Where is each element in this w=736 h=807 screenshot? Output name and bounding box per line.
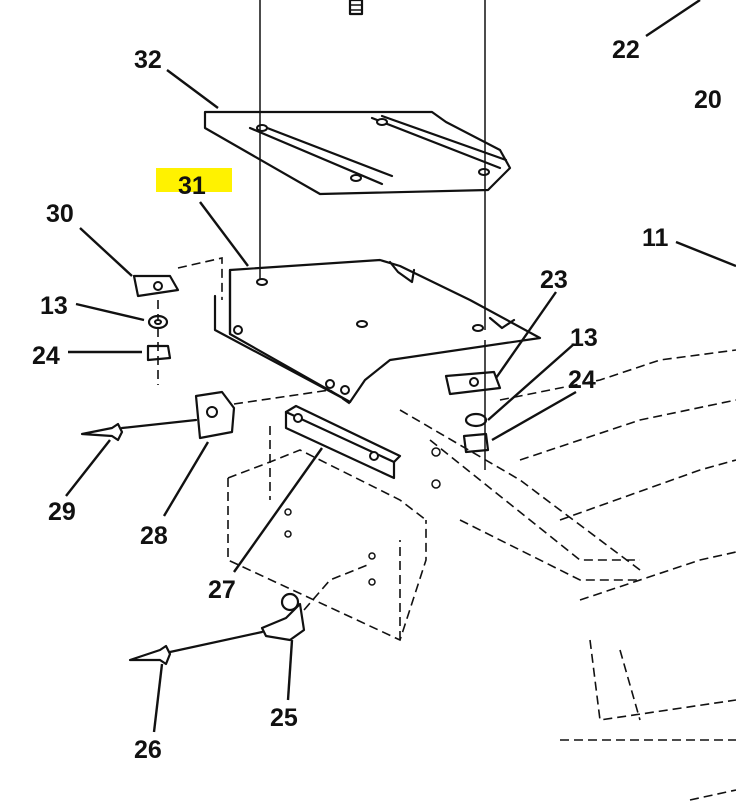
callout-20: 20	[694, 86, 722, 114]
callout-28: 28	[140, 522, 168, 550]
leader-lines	[65, 0, 736, 733]
clip-part-25	[260, 563, 371, 642]
washer-part-13-right	[464, 412, 488, 428]
callout-labels: 22 20 32 31 30 11 13 24 23 13 24 29 28 2…	[32, 36, 722, 764]
callout-24-left: 24	[32, 342, 60, 370]
mounting-bracket-part-31	[213, 258, 542, 404]
callout-23: 23	[540, 266, 568, 294]
callout-31-highlight	[156, 168, 232, 192]
bracket-part-23	[444, 370, 502, 396]
callout-30: 30	[46, 200, 74, 228]
top-plate-part-32	[203, 110, 512, 196]
top-bolt	[348, 0, 364, 16]
bolt-part-26	[128, 630, 264, 666]
small-bracket-part-30	[132, 256, 223, 300]
callout-32: 32	[134, 46, 162, 74]
callout-27: 27	[208, 576, 236, 604]
callout-31: 31	[178, 172, 206, 200]
nut-part-24-left	[146, 344, 172, 362]
nut-part-24-right	[462, 432, 490, 454]
washer-part-13-left	[147, 314, 169, 330]
callout-13-right: 13	[570, 324, 598, 352]
assembly-lines	[157, 0, 486, 470]
callout-22: 22	[612, 36, 640, 64]
callout-24-right: 24	[568, 366, 596, 394]
housing-structure	[227, 349, 736, 801]
bolt-part-29	[80, 418, 198, 442]
callout-26: 26	[134, 736, 162, 764]
callout-29: 29	[48, 498, 76, 526]
rail-part-27	[284, 404, 402, 480]
clip-bracket-part-28	[194, 389, 351, 440]
callout-25: 25	[270, 704, 298, 732]
callout-13-left: 13	[40, 292, 68, 320]
callout-11: 11	[642, 224, 669, 252]
